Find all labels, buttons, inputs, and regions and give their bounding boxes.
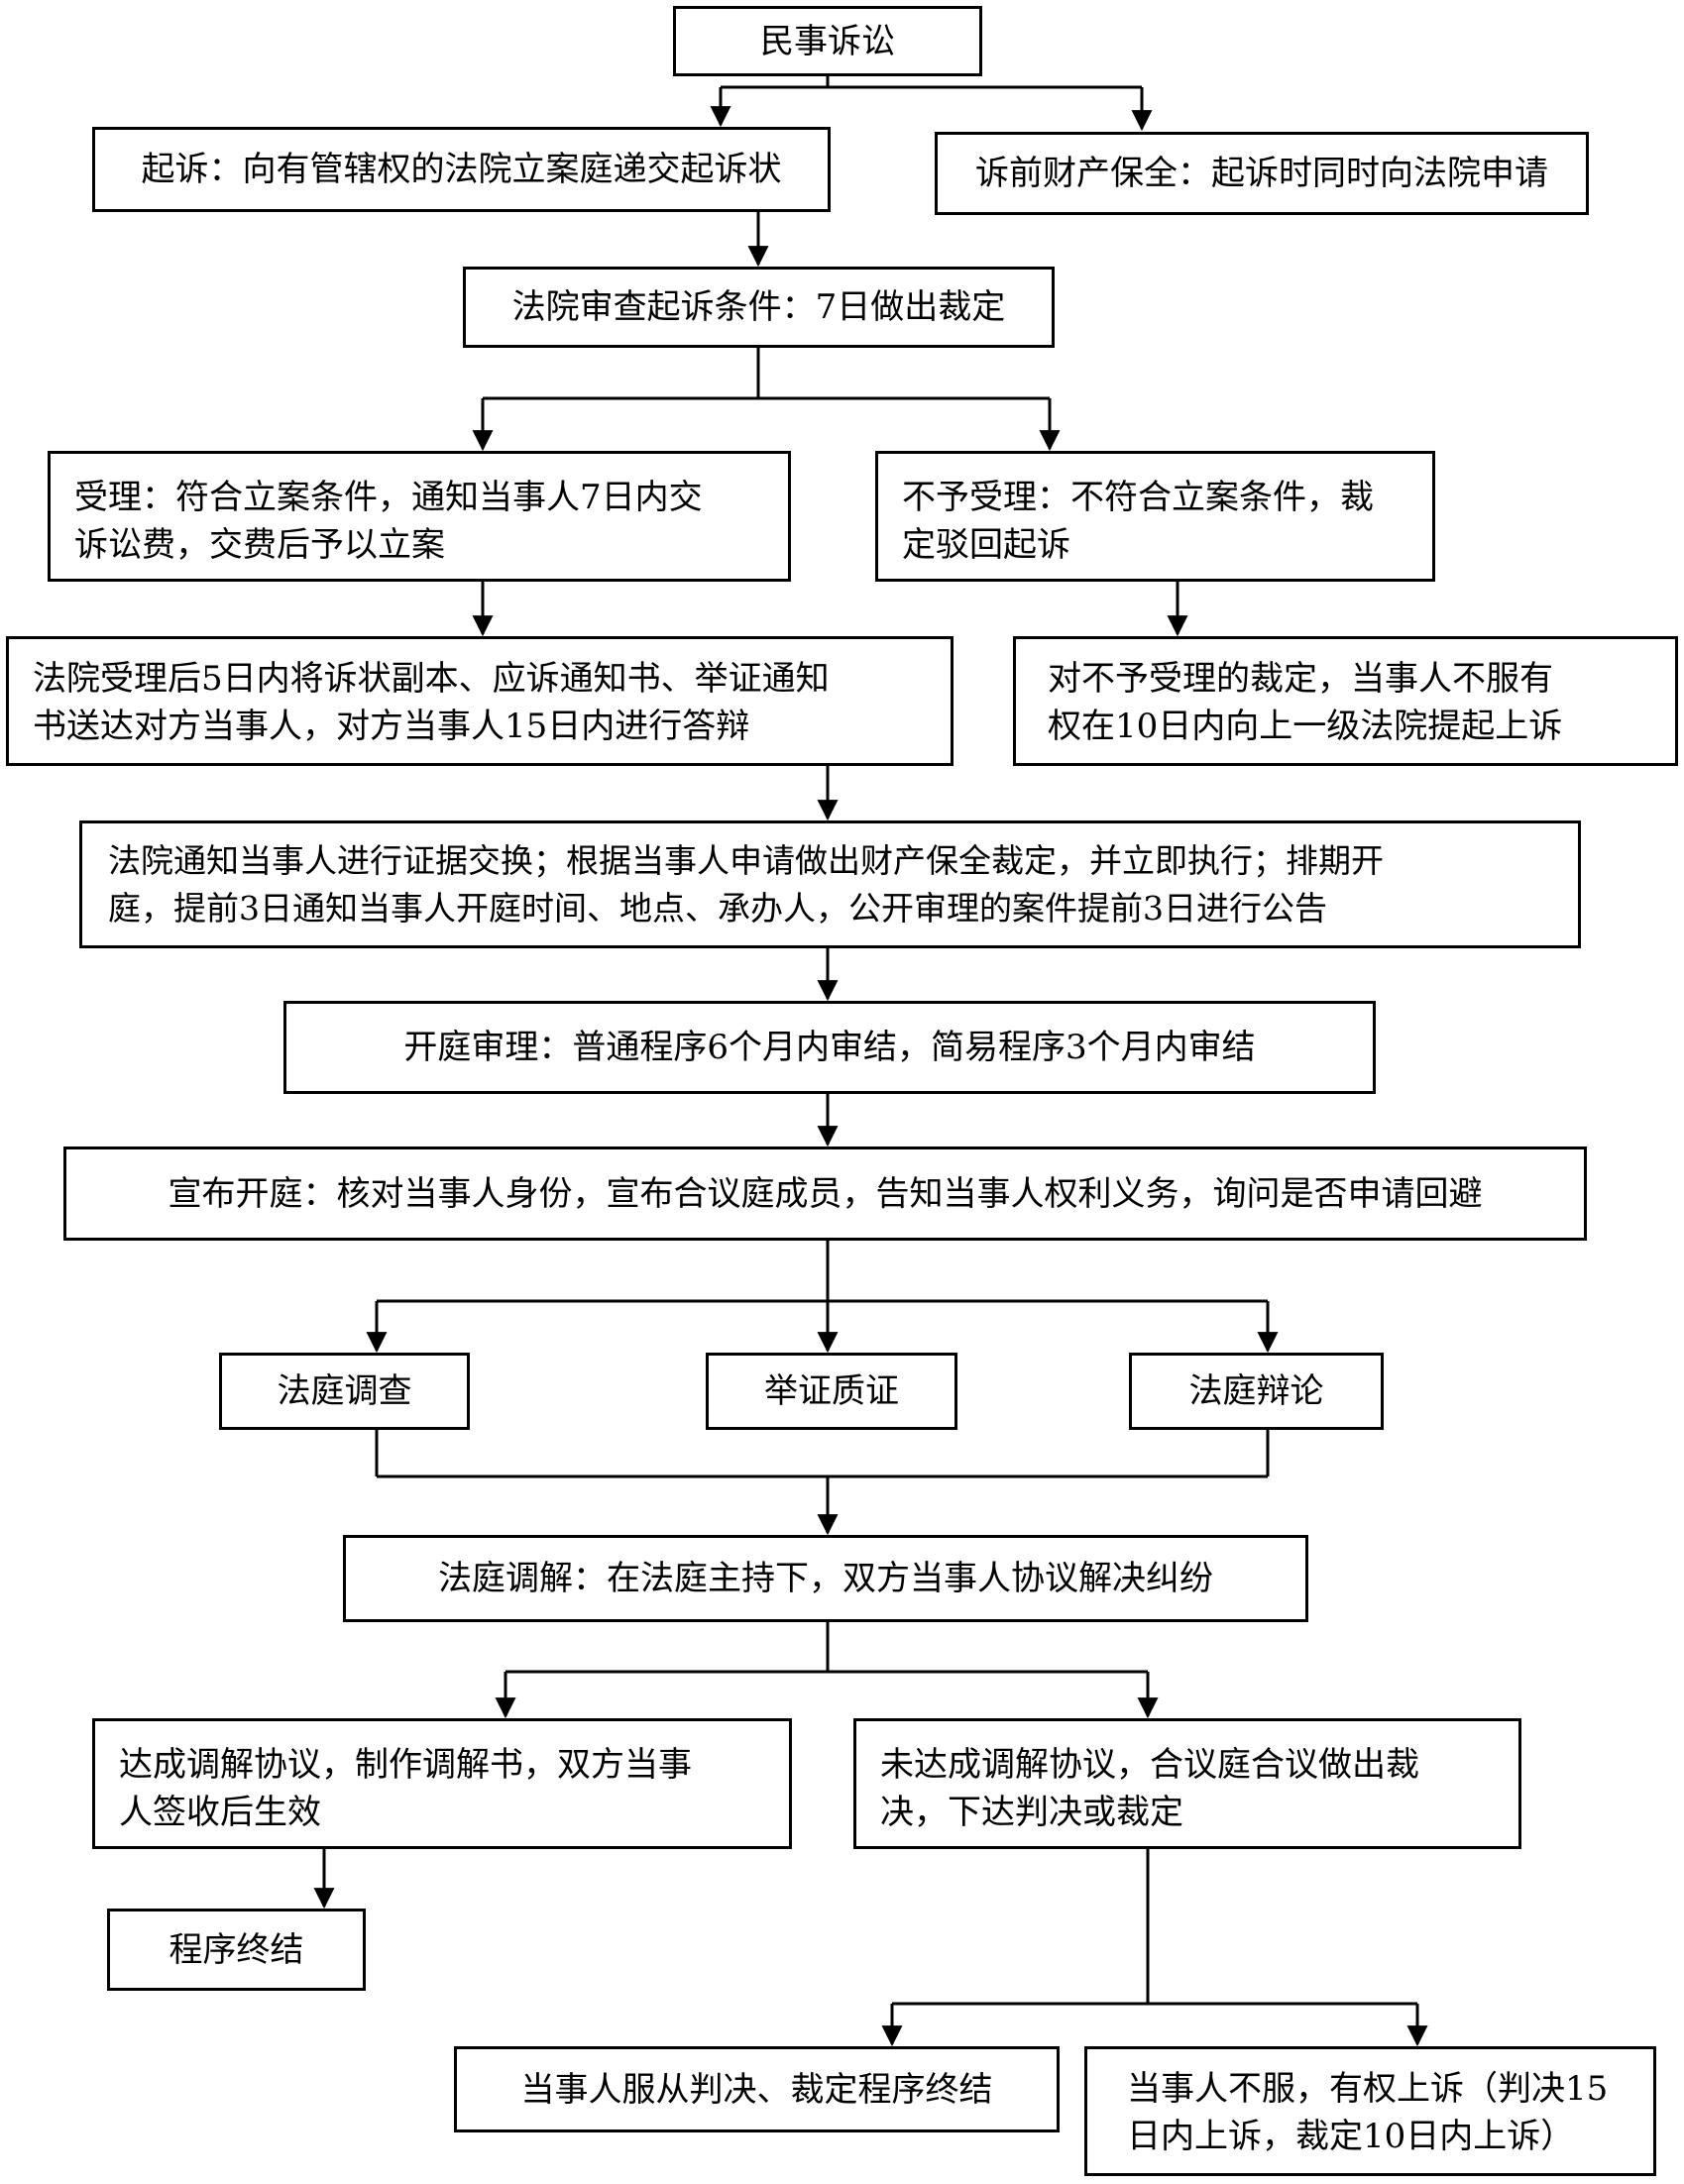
node-mediation-fail: 未达成调解协议，合议庭合议做出裁 决，下达判决或裁定 [853, 1718, 1521, 1849]
node-label: 开庭审理：普通程序6个月内审结，简易程序3个月内审结 [403, 1028, 1256, 1067]
node-label: 诉前财产保全：起诉时同时向法院申请 [975, 154, 1548, 193]
node-line: 不予受理：不符合立案条件，裁 [902, 478, 1374, 517]
node-label: 法院审查起诉条件：7日做出裁定 [511, 287, 1006, 327]
node-court-investigation: 法庭调查 [219, 1353, 470, 1430]
node-line: 诉讼费，交费后予以立案 [74, 525, 445, 565]
node-line: 达成调解协议，制作调解书，双方当事 [119, 1745, 692, 1785]
node-line: 定驳回起诉 [902, 525, 1070, 565]
node-open-court: 宣布开庭：核对当事人身份，宣布合议庭成员，告知当事人权利义务，询问是否申请回避 [63, 1147, 1587, 1241]
node-file-suit: 起诉：向有管辖权的法院立案庭递交起诉状 [92, 127, 831, 212]
node-line: 庭，提前3日通知当事人开庭时间、地点、承办人，公开审理的案件提前3日进行公告 [108, 889, 1327, 928]
node-evidence-exchange: 法院通知当事人进行证据交换；根据当事人申请做出财产保全裁定，并立即执行；排期开 … [79, 820, 1581, 948]
node-line: 人签收后生效 [119, 1793, 321, 1832]
node-court-debate: 法庭辩论 [1129, 1353, 1384, 1430]
node-label: 法庭调查 [277, 1371, 412, 1411]
node-label: 宣布开庭：核对当事人身份，宣布合议庭成员，告知当事人权利义务，询问是否申请回避 [168, 1173, 1483, 1214]
node-label: 当事人服从判决、裁定程序终结 [520, 2069, 993, 2110]
node-line: 权在10日内向上一级法院提起上诉 [1048, 707, 1563, 746]
node-civil-litigation: 民事诉讼 [673, 6, 982, 76]
node-court-mediation: 法庭调解：在法庭主持下，双方当事人协议解决纠纷 [343, 1535, 1308, 1622]
node-appeal-right: 当事人不服，有权上诉（判决15 日内上诉，裁定10日内上诉） [1084, 2046, 1656, 2176]
node-cross-examination: 举证质证 [706, 1353, 957, 1430]
node-reject-appeal: 对不予受理的裁定，当事人不服有 权在10日内向上一级法院提起上诉 [1013, 636, 1678, 766]
node-line: 受理：符合立案条件，通知当事人7日内交 [74, 478, 703, 517]
node-line: 书送达对方当事人，对方当事人15日内进行答辩 [33, 707, 750, 746]
node-reject-case: 不予受理：不符合立案条件，裁 定驳回起诉 [875, 451, 1435, 582]
node-label: 民事诉讼 [760, 21, 895, 61]
node-serve-documents: 法院受理后5日内将诉状副本、应诉通知书、举证通知 书送达对方当事人，对方当事人1… [6, 636, 954, 766]
node-trial: 开庭审理：普通程序6个月内审结，简易程序3个月内审结 [283, 1001, 1376, 1094]
node-mediation-success: 达成调解协议，制作调解书，双方当事 人签收后生效 [92, 1718, 792, 1849]
node-procedure-end: 程序终结 [107, 1909, 366, 1991]
node-pre-suit-preservation: 诉前财产保全：起诉时同时向法院申请 [935, 132, 1589, 215]
node-line: 日内上诉，裁定10日内上诉） [1127, 2117, 1575, 2156]
node-line: 决，下达判决或裁定 [880, 1793, 1183, 1832]
node-line: 对不予受理的裁定，当事人不服有 [1048, 659, 1553, 699]
node-line: 法院通知当事人进行证据交换；根据当事人申请做出财产保全裁定，并立即执行；排期开 [108, 841, 1384, 880]
node-label: 起诉：向有管辖权的法院立案庭递交起诉状 [141, 150, 782, 189]
node-label: 法庭调解：在法庭主持下，双方当事人协议解决纠纷 [438, 1559, 1213, 1598]
node-label: 程序终结 [168, 1929, 304, 1970]
node-accept-case: 受理：符合立案条件，通知当事人7日内交 诉讼费，交费后予以立案 [48, 451, 791, 582]
node-comply-judgment: 当事人服从判决、裁定程序终结 [454, 2046, 1060, 2132]
node-line: 未达成调解协议，合议庭合议做出裁 [880, 1745, 1419, 1785]
node-court-review: 法院审查起诉条件：7日做出裁定 [463, 267, 1055, 348]
node-label: 法庭辩论 [1188, 1371, 1324, 1411]
node-line: 法院受理后5日内将诉状副本、应诉通知书、举证通知 [33, 659, 830, 699]
node-label: 举证质证 [764, 1371, 899, 1411]
node-line: 当事人不服，有权上诉（判决15 [1127, 2069, 1609, 2109]
